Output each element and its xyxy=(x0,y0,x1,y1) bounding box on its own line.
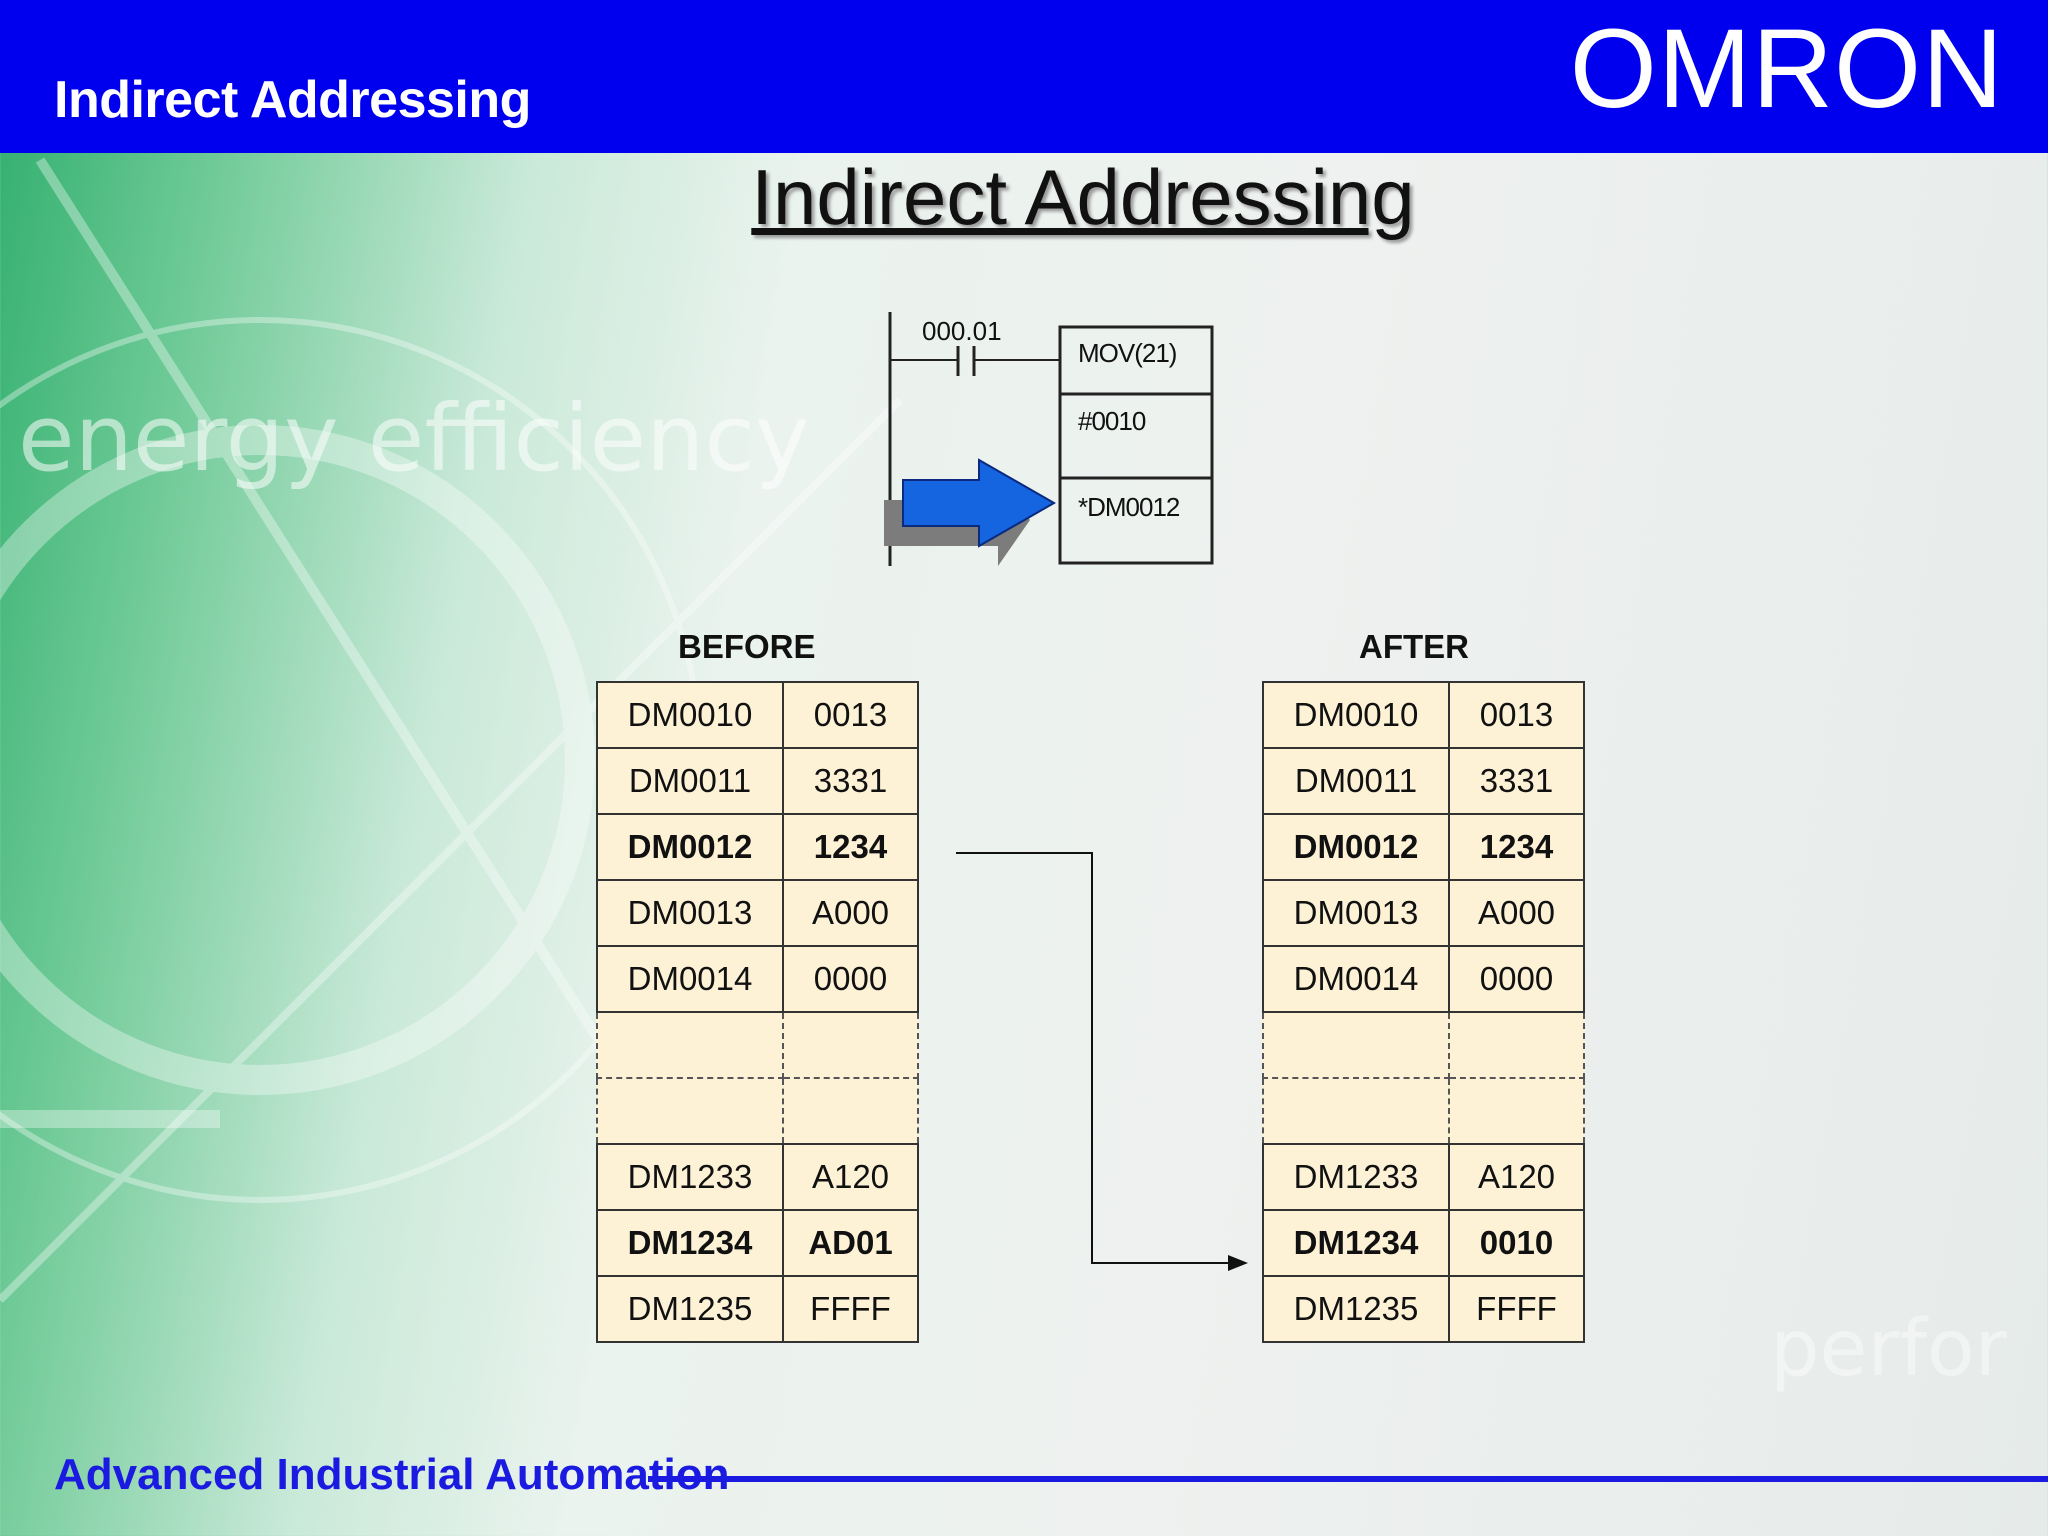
address-cell: DM0011 xyxy=(1262,747,1450,815)
address-cell xyxy=(596,1077,784,1145)
header-bar: Indirect Addressing OMRON xyxy=(0,0,2048,153)
address-cell: DM1234 xyxy=(596,1209,784,1277)
value-cell xyxy=(782,1011,919,1079)
instruction-label: MOV(21) xyxy=(1078,338,1177,368)
address-cell: DM0012 xyxy=(1262,813,1450,881)
address-cell: DM0013 xyxy=(596,879,784,947)
brand-logo: OMRON xyxy=(1569,6,2004,131)
watermark-left: energy efficiency xyxy=(18,385,809,492)
table-row xyxy=(596,1077,919,1145)
table-row xyxy=(596,1011,919,1079)
address-cell: DM1233 xyxy=(596,1143,784,1211)
value-cell: A120 xyxy=(1448,1143,1585,1211)
address-cell: DM0013 xyxy=(1262,879,1450,947)
source-operand: #0010 xyxy=(1078,406,1146,436)
value-cell xyxy=(1448,1011,1585,1079)
address-cell: DM0010 xyxy=(1262,681,1450,749)
value-cell: A120 xyxy=(782,1143,919,1211)
footer-line xyxy=(648,1476,2048,1482)
address-cell xyxy=(1262,1011,1450,1079)
destination-operand: *DM0012 xyxy=(1078,492,1180,522)
footer-text: Advanced Industrial Automation xyxy=(54,1450,730,1499)
address-cell: DM1234 xyxy=(1262,1209,1450,1277)
value-cell: 0010 xyxy=(1448,1209,1585,1277)
after-label: AFTER xyxy=(1359,628,1469,665)
table-row xyxy=(1262,1077,1585,1145)
value-cell: 0013 xyxy=(1448,681,1585,749)
value-cell xyxy=(1448,1077,1585,1145)
address-cell: DM0010 xyxy=(596,681,784,749)
address-cell: DM1233 xyxy=(1262,1143,1450,1211)
value-cell: 3331 xyxy=(1448,747,1585,815)
address-cell xyxy=(1262,1077,1450,1145)
table-row xyxy=(1262,1011,1585,1079)
value-cell: 3331 xyxy=(782,747,919,815)
value-cell: 0000 xyxy=(1448,945,1585,1013)
value-cell: AD01 xyxy=(782,1209,919,1277)
value-cell: FFFF xyxy=(782,1275,919,1343)
address-cell xyxy=(596,1011,784,1079)
value-cell xyxy=(782,1077,919,1145)
value-cell: 0013 xyxy=(782,681,919,749)
value-cell: A000 xyxy=(782,879,919,947)
address-cell: DM0012 xyxy=(596,813,784,881)
address-cell: DM0011 xyxy=(596,747,784,815)
value-cell: 1234 xyxy=(1448,813,1585,881)
address-cell: DM1235 xyxy=(1262,1275,1450,1343)
address-cell: DM0014 xyxy=(1262,945,1450,1013)
address-cell: DM1235 xyxy=(596,1275,784,1343)
contact-label: 000.01 xyxy=(922,316,1002,346)
header-title: Indirect Addressing xyxy=(54,71,531,129)
value-cell: A000 xyxy=(1448,879,1585,947)
value-cell: FFFF xyxy=(1448,1275,1585,1343)
slide-title: Indirect Addressing xyxy=(751,153,1415,241)
value-cell: 1234 xyxy=(782,813,919,881)
address-cell: DM0014 xyxy=(596,945,784,1013)
before-label: BEFORE xyxy=(678,628,816,665)
value-cell: 0000 xyxy=(782,945,919,1013)
watermark-right: perfor xyxy=(1770,1304,2008,1394)
